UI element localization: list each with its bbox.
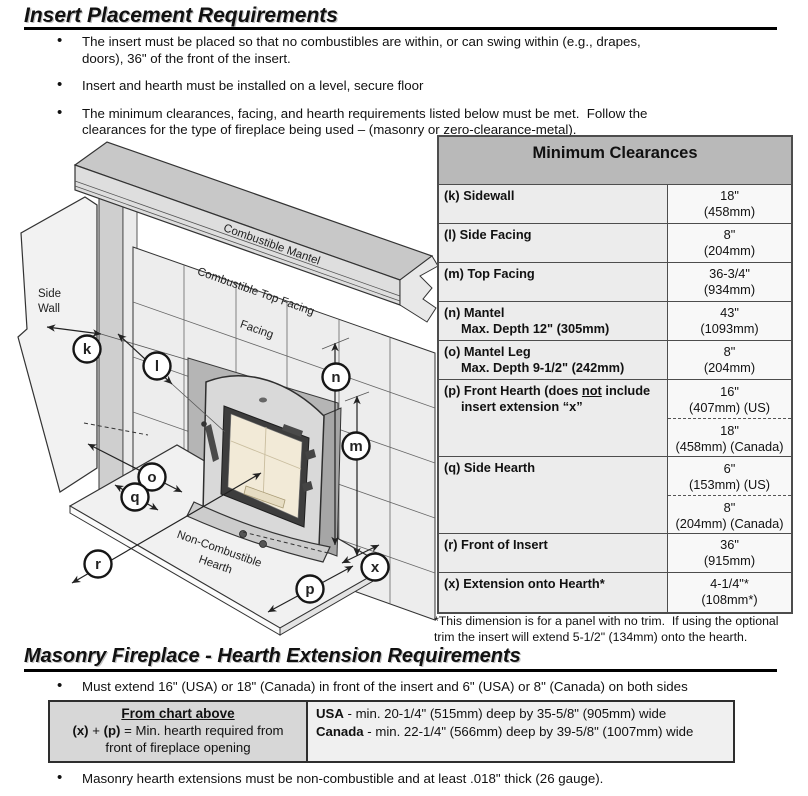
hinge-top	[305, 449, 316, 460]
marker-p: p	[295, 574, 325, 604]
masonry-section-title: Masonry Fireplace - Hearth Extension Req…	[24, 645, 521, 667]
row-value: 6"(153mm) (US) 8"(204mm) (Canada)	[668, 457, 791, 533]
row-value: 4-1/4"*(108mm*)	[668, 573, 791, 612]
from-chart-cell: From chart above (x) + (p) = Min. hearth…	[50, 702, 308, 761]
marker-k: k	[72, 334, 102, 364]
table-row: (k) Sidewall 18"(458mm)	[439, 185, 791, 224]
masonry-title-rule	[24, 669, 777, 672]
bullet-text: Insert and hearth must be installed on a…	[82, 78, 424, 93]
fireplace-insert-diagram: Side Wall Combustible Mantel Combustible…	[17, 141, 439, 636]
row-label: (x) Extension onto Hearth*	[439, 573, 668, 612]
bullet-text: doors), 36" of the front of the insert.	[82, 50, 291, 66]
marker-r: r	[83, 549, 113, 579]
row-value: 43"(1093mm)	[668, 302, 791, 340]
row-value: 16"(407mm) (US) 18"(458mm) (Canada)	[668, 380, 791, 456]
row-value: 18"(458mm)	[668, 185, 791, 223]
bullet-item: Masonry hearth extensions must be non-co…	[52, 770, 808, 788]
table-row: (n) Mantel Max. Depth 12" (305mm) 43"(10…	[439, 302, 791, 341]
hinge-bottom	[302, 481, 313, 492]
table-row: (p) Front Hearth (does not include inser…	[439, 380, 791, 457]
row-value: 8"(204mm)	[668, 224, 791, 262]
row-label: (m) Top Facing	[439, 263, 668, 301]
diagram-markers: k l n m o q r p x	[72, 334, 390, 604]
table-row: (r) Front of Insert 36"(915mm)	[439, 534, 791, 573]
bullet-item: The minimum clearances, facing, and hear…	[52, 105, 742, 139]
row-value: 36"(915mm)	[668, 534, 791, 572]
intro-bullet-list: The insert must be placed so that no com…	[52, 33, 742, 139]
row-label: (r) Front of Insert	[439, 534, 668, 572]
table-row: (l) Side Facing 8"(204mm)	[439, 224, 791, 263]
extension-line	[171, 383, 226, 433]
bullet-text: clearances for the type of fireplace bei…	[82, 122, 577, 137]
leg-bolt	[259, 540, 267, 548]
title-rule	[24, 27, 777, 30]
svg-text:x: x	[371, 559, 380, 576]
table-row: (m) Top Facing 36-3/4"(934mm)	[439, 263, 791, 302]
door-latch	[259, 397, 267, 403]
row-label: (k) Sidewall	[439, 185, 668, 223]
table-row: (x) Extension onto Hearth* 4-1/4"*(108mm…	[439, 573, 791, 612]
damper-knob	[201, 421, 207, 427]
side-wall	[17, 196, 98, 493]
table-row: (o) Mantel Leg Max. Depth 9-1/2" (242mm)…	[439, 341, 791, 380]
mantel-end-profile	[399, 255, 439, 323]
marker-l: l	[142, 351, 172, 381]
bullet-item: Insert and hearth must be installed on a…	[52, 77, 742, 95]
marker-o: o	[137, 462, 167, 492]
svg-text:m: m	[349, 438, 362, 455]
bullet-text: Must extend 16" (USA) or 18" (Canada) in…	[82, 679, 688, 694]
bullet-text: The insert must be placed so that no com…	[82, 34, 641, 49]
svg-text:k: k	[83, 341, 92, 358]
svg-text:r: r	[95, 556, 101, 573]
leg-bolt	[239, 530, 247, 538]
air-vent	[282, 424, 303, 437]
bullet-item: Must extend 16" (USA) or 18" (Canada) in…	[52, 678, 808, 696]
damper-rod	[205, 424, 219, 462]
marker-x: x	[360, 552, 390, 582]
marker-q: q	[120, 482, 150, 512]
svg-text:p: p	[305, 581, 314, 598]
row-label: (p) Front Hearth (does not include inser…	[439, 380, 668, 456]
svg-text:n: n	[331, 369, 340, 386]
row-label: (n) Mantel Max. Depth 12" (305mm)	[439, 302, 668, 340]
table-row: (q) Side Hearth 6"(153mm) (US) 8"(204mm)…	[439, 457, 791, 534]
page-title: Insert Placement Requirements	[24, 4, 338, 27]
hearth-extension-table: From chart above (x) + (p) = Min. hearth…	[48, 700, 735, 763]
dimensions-cell: USA - min. 20-1/4" (515mm) deep by 35-5/…	[308, 702, 733, 761]
table-footnote: *This dimension is for a panel with no t…	[434, 614, 779, 644]
row-label: (q) Side Hearth	[439, 457, 668, 533]
min-clearances-table: Minimum Clearances (k) Sidewall 18"(458m…	[437, 135, 793, 614]
table-title: Minimum Clearances	[439, 137, 791, 185]
bullet-text: Masonry hearth extensions must be non-co…	[82, 771, 604, 786]
hidden-edge-left	[83, 422, 149, 436]
row-label: (o) Mantel Leg Max. Depth 9-1/2" (242mm)	[439, 341, 668, 379]
svg-text:l: l	[155, 358, 159, 375]
row-label: (l) Side Facing	[439, 224, 668, 262]
marker-n: n	[321, 362, 351, 392]
bullet-item: The insert must be placed so that no com…	[52, 33, 742, 67]
side-wall-label: Side Wall	[38, 288, 64, 315]
svg-text:o: o	[147, 469, 156, 486]
combustible-mantel-beam	[73, 141, 439, 323]
firebrick-lines	[230, 426, 302, 503]
row-value: 36-3/4"(934mm)	[668, 263, 791, 301]
svg-text:q: q	[130, 489, 139, 506]
marker-m: m	[341, 431, 371, 461]
bullet-text: The minimum clearances, facing, and hear…	[82, 105, 648, 121]
row-value: 8"(204mm)	[668, 341, 791, 379]
